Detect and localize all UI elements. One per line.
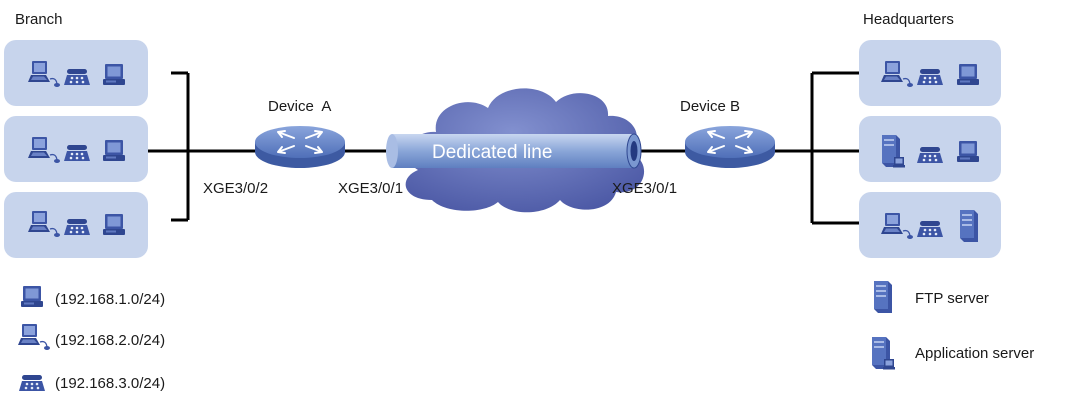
- legend: (192.168.1.0/24) (192.168.2.0/24) (192.1…: [17, 281, 1034, 392]
- pc-icon: [103, 214, 125, 235]
- pc-icon: [103, 64, 125, 85]
- interface-a-wan-label: XGE3/0/1: [338, 180, 403, 197]
- router-icon: [684, 125, 776, 169]
- branch-site-3: [4, 192, 148, 258]
- hq-wiring: [770, 71, 860, 225]
- dedicated-line-tube: [386, 133, 642, 169]
- ip-phone-icon: [64, 145, 90, 161]
- pc-icon: [957, 141, 979, 162]
- legend-ftp-server: FTP server: [915, 290, 989, 307]
- pc-icon: [957, 64, 979, 85]
- branch-site-2: [4, 116, 148, 182]
- router-icon: [254, 125, 346, 169]
- ip-phone-icon: [917, 69, 943, 85]
- ip-phone-icon: [64, 219, 90, 235]
- device-a-label: Device A: [268, 98, 331, 115]
- ip-phone-icon: [19, 375, 45, 391]
- hq-site-2: [859, 116, 1001, 182]
- ip-phone-icon: [64, 69, 90, 85]
- dedicated-line-label: Dedicated line: [432, 142, 552, 163]
- ftp-server-icon: [874, 281, 892, 313]
- application-server-icon: [872, 337, 895, 370]
- interface-a-lan-label: XGE3/0/2: [203, 180, 268, 197]
- laptop-icon: [17, 323, 51, 351]
- branch-site-1: [4, 40, 148, 106]
- legend-laptop-subnet: (192.168.2.0/24): [55, 332, 165, 349]
- ftp-server-icon: [960, 210, 978, 242]
- legend-phone-subnet: (192.168.3.0/24): [55, 375, 165, 392]
- pc-icon: [21, 286, 43, 307]
- legend-pc-subnet: (192.168.1.0/24): [55, 291, 165, 308]
- hq-site-3: [859, 192, 1001, 258]
- ip-phone-icon: [917, 147, 943, 163]
- device-b-label: Device B: [680, 98, 740, 115]
- pc-icon: [103, 140, 125, 161]
- headquarters-label: Headquarters: [863, 11, 954, 28]
- branch-label: Branch: [15, 11, 63, 28]
- legend-application-server: Application server: [915, 345, 1034, 362]
- interface-b-wan-label: XGE3/0/1: [612, 180, 677, 197]
- ip-phone-icon: [917, 221, 943, 237]
- hq-site-1: [859, 40, 1001, 106]
